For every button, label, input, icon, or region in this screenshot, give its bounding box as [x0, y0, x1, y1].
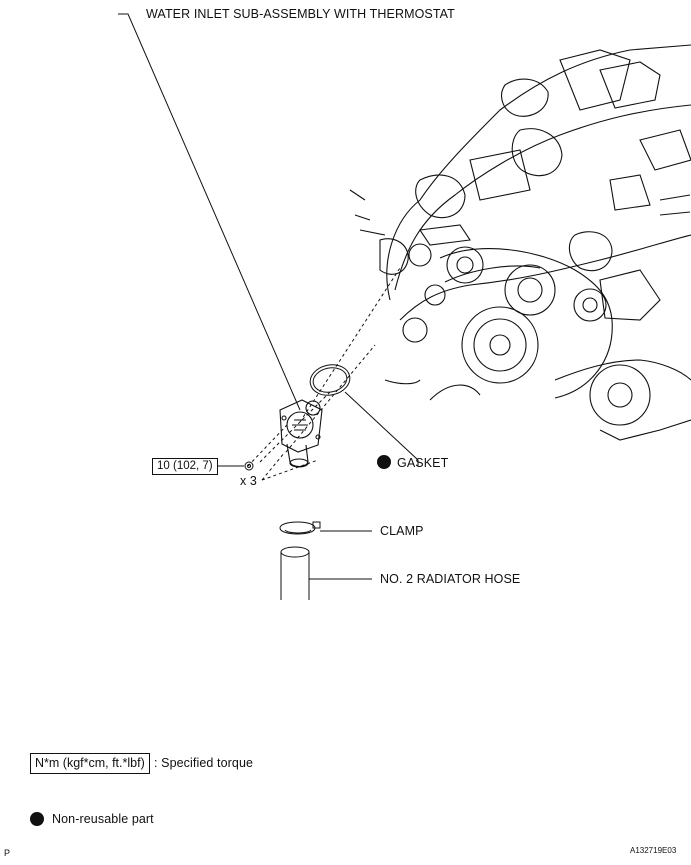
bolt-count-label: x 3: [240, 474, 257, 488]
water-inlet-label: WATER INLET SUB-ASSEMBLY WITH THERMOSTAT: [146, 7, 455, 21]
clamp-label: CLAMP: [380, 524, 424, 538]
torque-unit-legend-box: N*m (kgf*cm, ft.*lbf): [30, 753, 150, 774]
nonreusable-legend-description: Non-reusable part: [52, 812, 154, 826]
gasket-ring: [309, 364, 351, 396]
water-inlet-leader-line: [118, 13, 301, 411]
nonreusable-legend-icon: [30, 812, 44, 826]
torque-legend-description: : Specified torque: [154, 756, 254, 770]
clamp-part: [279, 521, 321, 535]
figure-code: A132719E03: [630, 846, 677, 855]
alignment-lines: [247, 267, 401, 481]
footer-page-marker: P: [4, 848, 11, 858]
gasket-label: GASKET: [397, 456, 449, 470]
gasket-nonreusable-icon: [377, 455, 391, 469]
water-inlet-part: [279, 399, 323, 468]
radiator-hose-label: NO. 2 RADIATOR HOSE: [380, 572, 521, 586]
torque-callout-box: 10 (102, 7): [152, 458, 218, 475]
engine-illustration: [349, 44, 691, 441]
radiator-hose-part: [280, 546, 310, 600]
gasket-leader-line: [344, 391, 419, 466]
bolt-part: [244, 461, 254, 471]
